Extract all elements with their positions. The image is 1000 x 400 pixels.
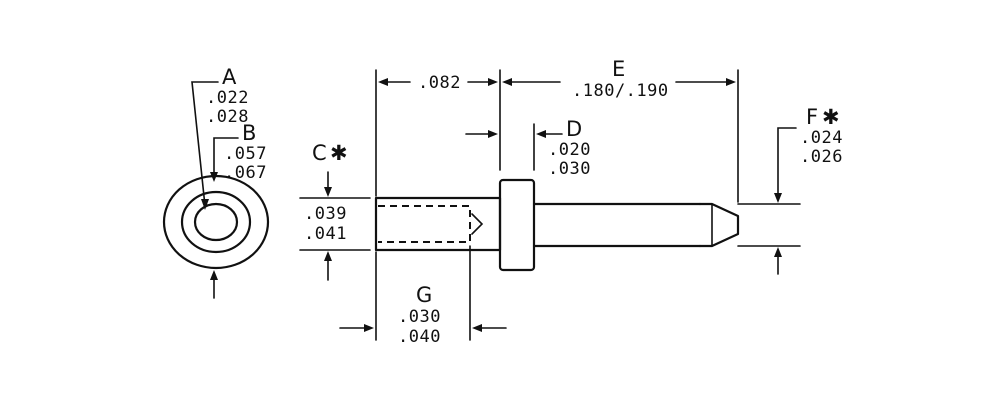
dim-f-leader-top bbox=[777, 127, 797, 199]
dim-g-label: G bbox=[416, 283, 432, 307]
pin-bore-hidden-line bbox=[378, 205, 471, 243]
pin-collar bbox=[498, 178, 536, 272]
dim-g-max: .040 bbox=[398, 327, 441, 347]
dim-a-min: .022 bbox=[206, 88, 249, 108]
dim-g-arrow-right bbox=[472, 324, 482, 332]
dim-e-arrow-right bbox=[726, 78, 736, 86]
dim-d-max: .030 bbox=[548, 159, 591, 179]
end-view-bottom-arrow bbox=[210, 270, 218, 280]
side-view: .082 E .180/.190 D .020 .030 C ✱ .039 .0… bbox=[299, 57, 843, 347]
dim-d-label: D bbox=[566, 117, 582, 141]
pin-bore-cone bbox=[471, 213, 484, 235]
pin-tip bbox=[698, 202, 740, 248]
dim-a-label: A bbox=[222, 65, 237, 89]
dim-b-min: .057 bbox=[224, 144, 267, 164]
dim-f-arrow-bottom bbox=[774, 247, 782, 257]
dim-a-arrow bbox=[201, 199, 209, 210]
end-view-middle-circle bbox=[180, 190, 252, 254]
dim-b-arrow bbox=[210, 172, 218, 182]
dim-g-arrow-left bbox=[364, 324, 374, 332]
dim-f-mark: ✱ bbox=[822, 105, 840, 129]
dim-b-leader bbox=[213, 137, 239, 179]
dim-offset-arrow-left bbox=[378, 78, 388, 86]
end-view: A .022 .028 B .057 .067 bbox=[162, 65, 270, 299]
end-view-outer-circle bbox=[162, 174, 270, 270]
dim-d-arrow-left bbox=[488, 130, 498, 138]
dim-c-min: .039 bbox=[304, 204, 347, 224]
dim-d-arrow-right bbox=[536, 130, 546, 138]
dim-f-min: .024 bbox=[800, 128, 843, 148]
dim-g-min: .030 bbox=[398, 307, 441, 327]
dim-a-max: .028 bbox=[206, 107, 249, 127]
dim-b-label: B bbox=[242, 121, 256, 145]
dim-a-leader bbox=[191, 81, 219, 207]
dim-c-label: C bbox=[312, 141, 327, 165]
dim-f-max: .026 bbox=[800, 147, 843, 167]
dim-c-max: .041 bbox=[304, 224, 347, 244]
dim-f-label: F bbox=[806, 105, 818, 129]
dim-c-arrow-top bbox=[324, 187, 332, 197]
end-view-inner-circle bbox=[193, 202, 239, 242]
dim-e-arrow-left bbox=[502, 78, 512, 86]
dim-e-range: .180/.190 bbox=[572, 81, 669, 101]
dim-d-min: .020 bbox=[548, 140, 591, 160]
dim-e-label: E bbox=[612, 57, 625, 81]
dim-f-arrow-top bbox=[774, 193, 782, 203]
dim-b-max: .067 bbox=[224, 163, 267, 183]
dim-c-arrow-bottom bbox=[324, 251, 332, 261]
dim-c-mark: ✱ bbox=[330, 141, 348, 165]
dim-offset-arrow-right bbox=[488, 78, 498, 86]
dim-offset-value: .082 bbox=[418, 73, 461, 93]
